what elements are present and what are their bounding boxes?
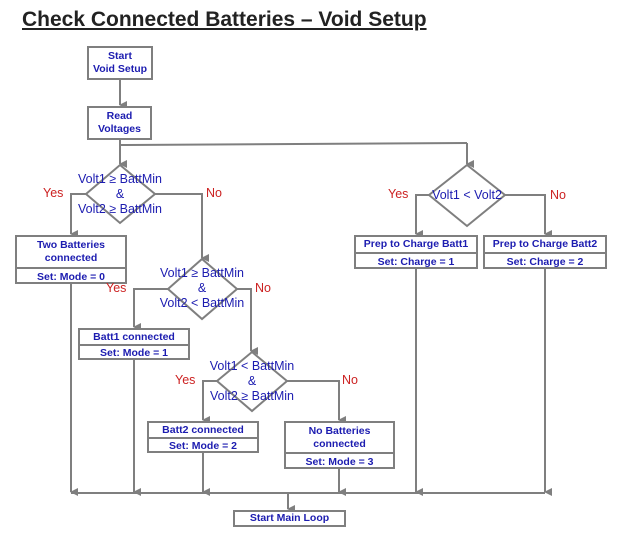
diagram-title: Check Connected Batteries – Void Setup	[22, 8, 427, 31]
read-line1: Read	[106, 110, 133, 122]
decision-batt1-line2: &	[197, 281, 207, 295]
decision-batt2-yes-label: Yes	[175, 373, 196, 387]
decision-batt1-line3: Volt2 < BattMin	[159, 296, 245, 310]
charge-batt2-box: Prep to Charge Batt2 Set: Charge = 2	[483, 235, 607, 269]
no-batteries-title: No Batteries connected	[308, 424, 371, 450]
two-batteries-action: Set: Mode = 0	[17, 267, 125, 284]
decision-compare-yes-label: Yes	[388, 187, 409, 201]
charge-batt2-action: Set: Charge = 2	[485, 252, 605, 269]
start-void-setup-box: Start Void Setup	[87, 46, 153, 80]
start-main-loop-label: Start Main Loop	[249, 512, 330, 524]
two-batteries-box: Two Batteries connected Set: Mode = 0	[15, 235, 127, 284]
decision-both-line1: Volt1 ≥ BattMin	[78, 172, 162, 186]
no-batteries-action: Set: Mode = 3	[286, 452, 393, 469]
start-line1: Start	[108, 50, 132, 62]
connector-both-yes	[70, 193, 86, 238]
batt2-connected-box: Batt2 connected Set: Mode = 2	[147, 421, 259, 453]
two-batteries-title: Two Batteries connected	[36, 239, 106, 264]
start-main-loop-box: Start Main Loop	[233, 510, 346, 527]
decision-compare-label: Volt1 < Volt2	[432, 188, 502, 203]
decision-batt1-no-label: No	[255, 281, 271, 295]
connector-batt1-no	[237, 288, 258, 355]
batt1-action: Set: Mode = 1	[80, 344, 188, 360]
decision-batt2-diamond	[215, 350, 289, 413]
read-line2: Voltages	[98, 123, 141, 135]
decision-compare-diamond	[427, 163, 507, 228]
connector-batt1-yes	[133, 288, 168, 331]
batt2-action: Set: Mode = 2	[149, 437, 257, 453]
charge-batt1-action: Set: Charge = 1	[356, 252, 476, 269]
decision-both-yes-label: Yes	[43, 186, 64, 200]
decision-batt2-no-label: No	[342, 373, 358, 387]
decision-both-no-label: No	[206, 186, 222, 200]
decision-both-diamond	[84, 163, 157, 225]
connector-batt2-yes	[202, 380, 217, 424]
charge-batt1-title: Prep to Charge Batt1	[363, 238, 469, 250]
decision-compare-no-label: No	[550, 188, 566, 202]
decision-batt1-line1: Volt1 ≥ BattMin	[160, 266, 244, 280]
decision-compare-line1: Volt1 < Volt2	[432, 188, 502, 202]
connector-batt2-no	[287, 380, 346, 424]
decision-both-line3: Volt2 ≥ BattMin	[78, 202, 162, 216]
decision-batt2-line2: &	[247, 374, 257, 388]
connector-both-no	[155, 193, 209, 262]
batt1-connected-box: Batt1 connected Set: Mode = 1	[78, 328, 190, 360]
connector-compare-no	[505, 194, 552, 238]
start-line2: Void Setup	[92, 63, 148, 75]
decision-both-line2: &	[115, 187, 125, 201]
batt1-title: Batt1 connected	[93, 330, 175, 343]
connector-compare-yes	[415, 194, 429, 238]
connector-split-horizontal	[119, 142, 468, 146]
decision-batt2-label: Volt1 < BattMin & Volt2 ≥ BattMin	[210, 359, 294, 404]
decision-both-label: Volt1 ≥ BattMin & Volt2 ≥ BattMin	[78, 172, 162, 217]
batt2-title: Batt2 connected	[162, 423, 244, 436]
decision-batt1-label: Volt1 ≥ BattMin & Volt2 < BattMin	[160, 266, 244, 311]
decision-batt2-line3: Volt2 ≥ BattMin	[210, 389, 294, 403]
decision-batt1-diamond	[166, 257, 239, 321]
no-batteries-box: No Batteries connected Set: Mode = 3	[284, 421, 395, 469]
charge-batt2-title: Prep to Charge Batt2	[492, 238, 598, 250]
decision-batt2-line1: Volt1 < BattMin	[209, 359, 295, 373]
read-voltages-box: Read Voltages	[87, 106, 152, 140]
decision-batt1-yes-label: Yes	[106, 281, 127, 295]
charge-batt1-box: Prep to Charge Batt1 Set: Charge = 1	[354, 235, 478, 269]
